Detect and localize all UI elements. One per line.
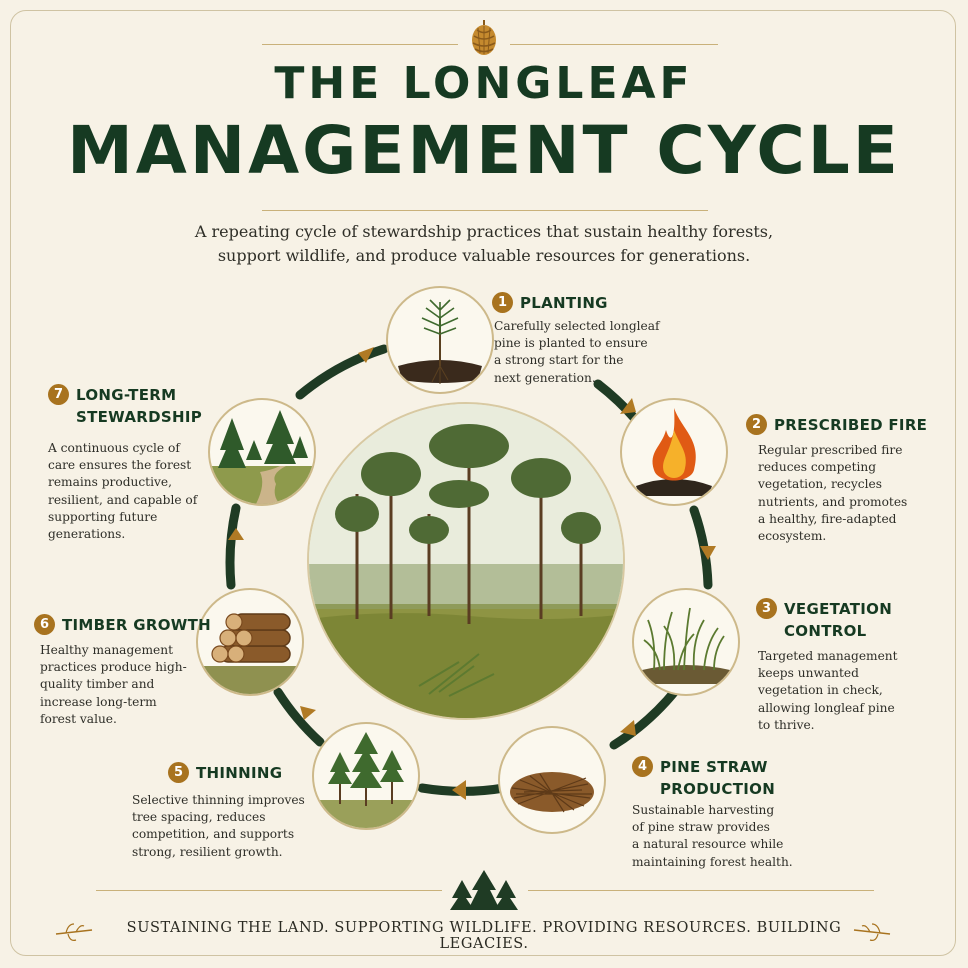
top-rule-left xyxy=(262,44,458,45)
title-rule xyxy=(262,210,708,211)
subtitle: A repeating cycle of stewardship practic… xyxy=(140,220,828,268)
step-7-description: A continuous cycle of care ensures the f… xyxy=(48,441,198,542)
leaf-sprig-left-icon xyxy=(55,923,93,941)
arrow-4-to-5 xyxy=(452,780,466,800)
node-pine-straw xyxy=(498,726,606,834)
step-3-number: 3 xyxy=(756,598,777,619)
arrow-6-to-7 xyxy=(228,528,244,540)
top-rule-right xyxy=(510,44,718,45)
step-5-title: THINNING xyxy=(196,764,283,782)
step-4-title: PINE STRAW PRODUCTION xyxy=(660,758,776,798)
node-long-term-stewardship xyxy=(208,398,316,506)
footer-tagline: SUSTAINING THE LAND. SUPPORTING WILDLIFE… xyxy=(126,920,842,952)
step-4-description: Sustainable harvesting of pine straw pro… xyxy=(632,803,793,869)
node-timber-growth xyxy=(196,588,304,696)
arrow-5-to-6 xyxy=(300,706,316,720)
arrow-3-to-4 xyxy=(620,720,636,736)
thinned-trees-icon xyxy=(314,732,418,828)
title-line-2: MANAGEMENT CYCLE xyxy=(67,112,901,189)
step-7-title: LONG-TERM STEWARDSHIP xyxy=(76,386,202,426)
center-forest-illustration xyxy=(307,402,625,720)
node-vegetation-control xyxy=(632,588,740,696)
seedling-icon xyxy=(398,299,482,384)
step-5-heading: 5 THINNING xyxy=(168,762,282,784)
step-7-number: 7 xyxy=(48,384,69,405)
title-line-1: THE LONGLEAF xyxy=(274,58,694,109)
node-planting xyxy=(386,286,494,394)
page-frame xyxy=(10,10,956,956)
step-1-heading: 1 PLANTING xyxy=(492,292,608,314)
log-pile-icon xyxy=(198,613,302,694)
pine-straw-icon xyxy=(510,772,594,813)
step-2-number: 2 xyxy=(746,414,767,435)
fire-icon xyxy=(636,408,712,496)
leaf-sprig-right-icon xyxy=(853,923,891,941)
step-2-title: PRESCRIBED FIRE xyxy=(774,416,928,434)
grass-icon xyxy=(642,607,730,684)
step-6-title: TIMBER GROWTH xyxy=(62,616,212,634)
step-3-heading: 3 VEGETATION CONTROL xyxy=(756,598,892,642)
step-2-description: Regular prescribed fire reduces competin… xyxy=(758,443,908,544)
arrow-1-to-2 xyxy=(620,398,636,414)
step-6-number: 6 xyxy=(34,614,55,635)
bottom-rule-left xyxy=(96,890,442,891)
step-7-heading: 7 LONG-TERM STEWARDSHIP xyxy=(48,384,202,428)
step-5-number: 5 xyxy=(168,762,189,783)
step-6-description: Healthy management practices produce hig… xyxy=(40,643,187,726)
step-5-description: Selective thinning improves tree spacing… xyxy=(132,793,305,859)
step-1-title: PLANTING xyxy=(520,294,608,312)
forest-path-icon xyxy=(210,410,314,504)
subtitle-text: A repeating cycle of stewardship practic… xyxy=(194,222,774,265)
pine-trees-icon xyxy=(450,870,518,910)
step-3-description: Targeted management keeps unwanted veget… xyxy=(758,649,898,732)
arrow-2-to-3 xyxy=(700,546,716,560)
pinecone-icon xyxy=(472,20,496,55)
step-1-number: 1 xyxy=(492,292,513,313)
step-1-description: Carefully selected longleaf pine is plan… xyxy=(494,319,660,385)
step-4-heading: 4 PINE STRAW PRODUCTION xyxy=(632,756,775,800)
step-2-heading: 2 PRESCRIBED FIRE xyxy=(746,414,927,436)
arrow-7-to-1 xyxy=(358,347,374,363)
step-6-heading: 6 TIMBER GROWTH xyxy=(34,614,211,636)
bottom-rule-right xyxy=(528,890,874,891)
step-3-title: VEGETATION CONTROL xyxy=(784,600,893,640)
node-prescribed-fire xyxy=(620,398,728,506)
step-4-number: 4 xyxy=(632,756,653,777)
node-thinning xyxy=(312,722,420,830)
